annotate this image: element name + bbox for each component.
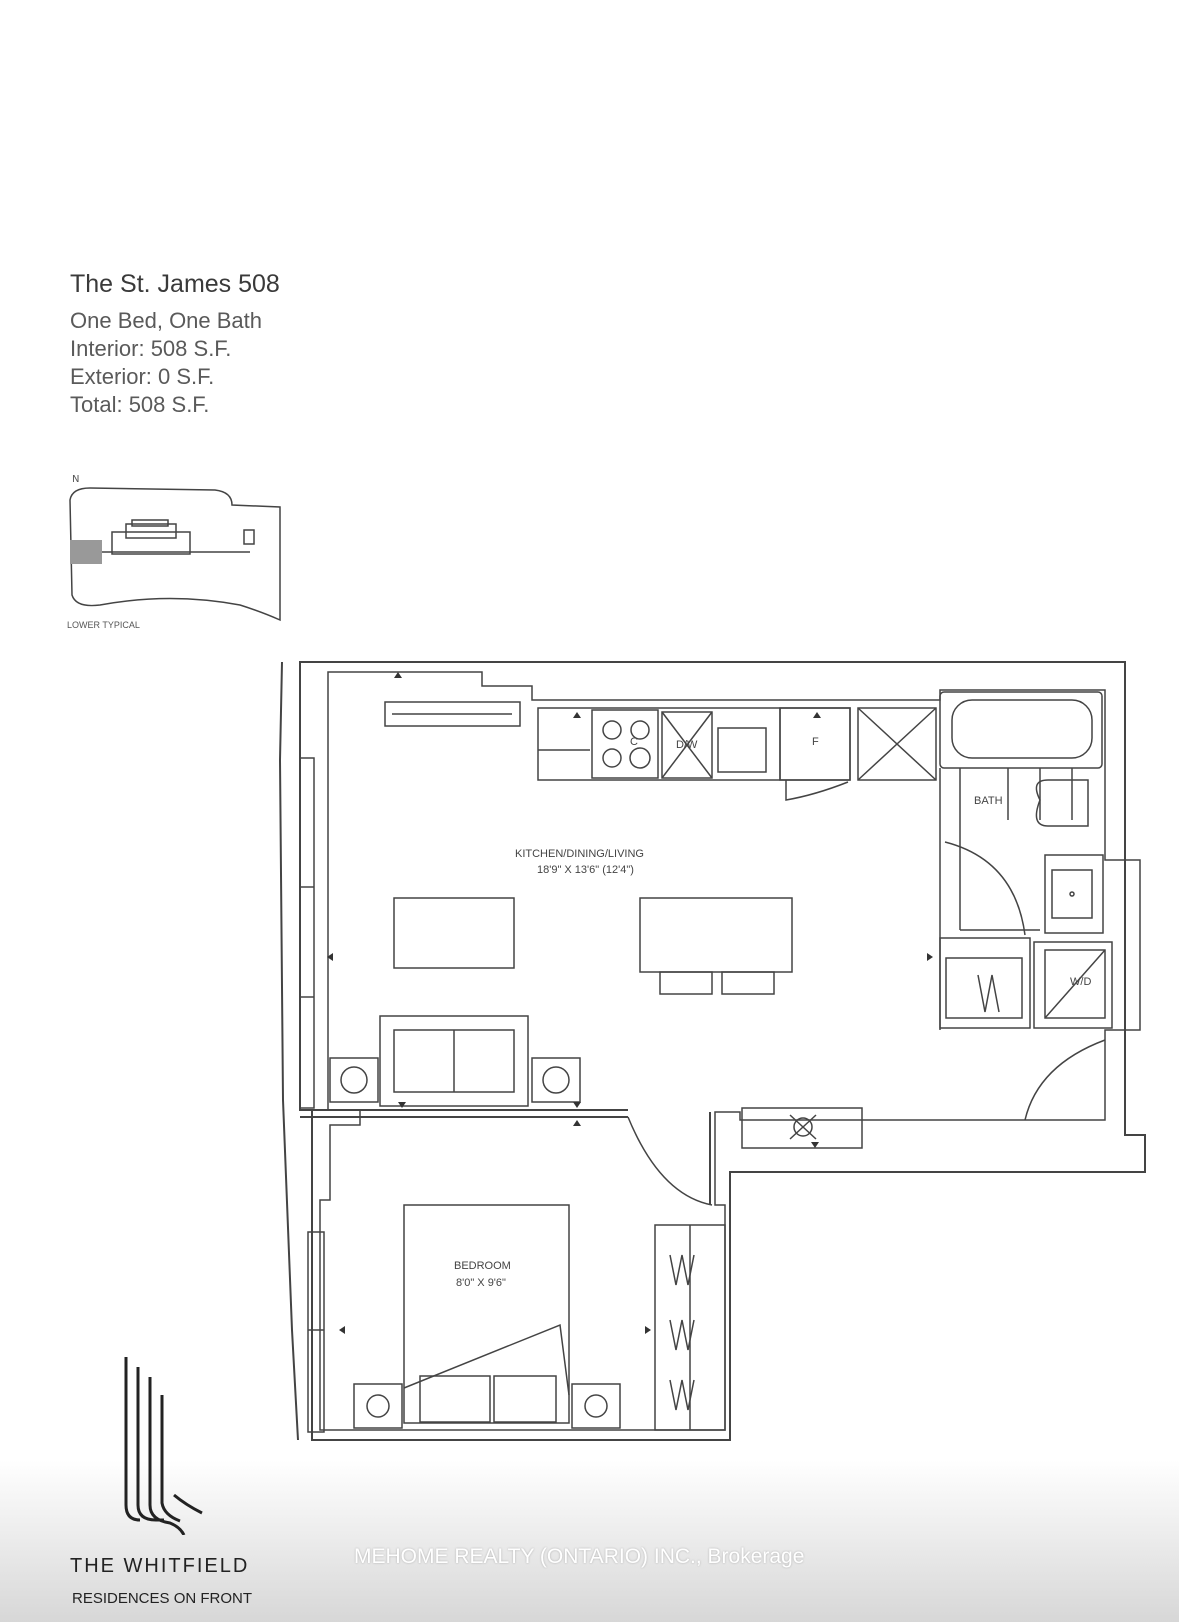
unit-total-area: Total: 508 S.F. bbox=[70, 392, 210, 417]
sofa bbox=[329, 1015, 581, 1107]
dining-table bbox=[639, 897, 793, 995]
brand-subtitle: RESIDENCES ON FRONT bbox=[72, 1590, 253, 1607]
unit-description: One Bed, One Bath bbox=[70, 308, 263, 333]
kitchen-label: KITCHEN/DINING/LIVING bbox=[515, 848, 644, 860]
unit-walls bbox=[299, 661, 1146, 1441]
whitfield-logo bbox=[124, 1357, 203, 1535]
bed bbox=[353, 1204, 621, 1429]
bedroom-label: BEDROOM bbox=[454, 1260, 511, 1272]
entry-door bbox=[1024, 1039, 1106, 1121]
cabinet bbox=[857, 707, 937, 781]
unit-interior-area: Interior: 508 S.F. bbox=[70, 336, 232, 361]
hall-console bbox=[741, 1107, 863, 1149]
dishwasher-label: D/W bbox=[676, 739, 698, 751]
footer-fade bbox=[0, 1460, 1179, 1622]
kitchen-size: 18'9" X 13'6" (12'4") bbox=[537, 864, 634, 876]
kitchen-counter bbox=[537, 707, 851, 801]
exterior-window-wall bbox=[278, 661, 299, 1441]
bedroom-closet bbox=[654, 1224, 726, 1431]
laundry-closet bbox=[939, 937, 1113, 1029]
ac-unit bbox=[384, 701, 521, 727]
keyplan-floor-label: LOWER TYPICAL bbox=[67, 620, 140, 630]
cooktop-label: C bbox=[630, 736, 638, 748]
bath-label: BATH bbox=[974, 795, 1003, 807]
bathroom bbox=[939, 691, 1104, 1030]
washer-dryer-label: W/D bbox=[1070, 976, 1092, 988]
brokerage-watermark: MEHOME REALTY (ONTARIO) INC., Brokerage bbox=[354, 1545, 805, 1568]
brand-name: THE WHITFIELD bbox=[70, 1555, 250, 1577]
bedroom-door bbox=[627, 1116, 713, 1206]
fridge-label: F bbox=[812, 736, 819, 748]
unit-title: The St. James 508 bbox=[70, 270, 280, 298]
north-arrow-label: N bbox=[72, 474, 80, 485]
keyplan bbox=[69, 487, 281, 622]
wall-markers bbox=[327, 672, 933, 1334]
coffee-table bbox=[393, 897, 515, 969]
unit-exterior-area: Exterior: 0 S.F. bbox=[70, 364, 215, 389]
bedroom-size: 8'0" X 9'6" bbox=[456, 1277, 506, 1289]
window-mullions bbox=[299, 757, 325, 1433]
